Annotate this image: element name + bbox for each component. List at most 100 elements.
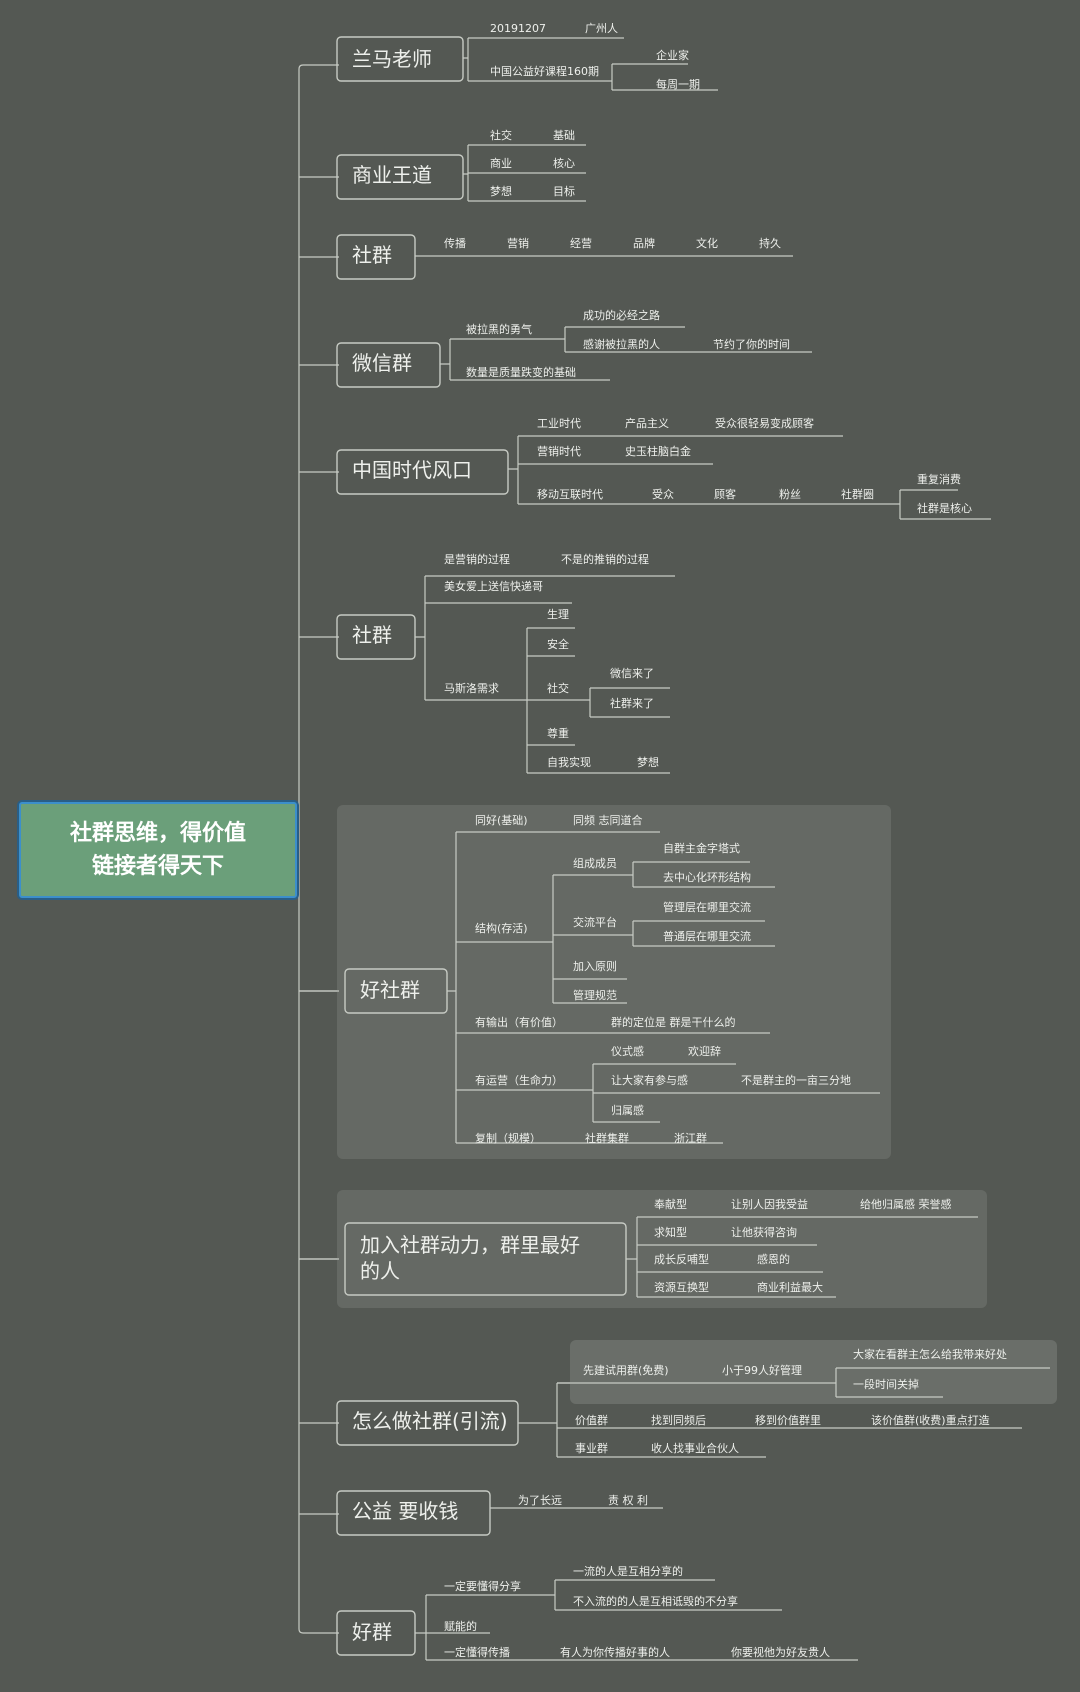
node-repeat[interactable]: 重复消费 <box>917 473 961 486</box>
node-mgmt-rules[interactable]: 管理规范 <box>573 989 617 1002</box>
node-date[interactable]: 20191207 <box>490 22 546 35</box>
node-first-class[interactable]: 一流的人是互相分享的 <box>573 1565 683 1578</box>
node-belong[interactable]: 归属感 <box>611 1104 644 1117</box>
node-tag-brand[interactable]: 品牌 <box>633 237 655 250</box>
node-not-push[interactable]: 不是的推销的过程 <box>561 553 649 566</box>
node-core-community[interactable]: 社群是核心 <box>917 502 972 515</box>
node-circle[interactable]: 社群圈 <box>841 488 874 501</box>
node-basis[interactable]: 基础 <box>553 129 575 142</box>
node-output[interactable]: 有输出（有价值） <box>475 1016 563 1029</box>
topic-lanma[interactable]: 兰马老师 <box>352 47 432 71</box>
node-kick[interactable]: 一段时间关掉 <box>853 1378 919 1391</box>
node-marketing-era[interactable]: 营销时代 <box>537 445 581 458</box>
topic-charity[interactable]: 公益 要收钱 <box>352 1499 459 1523</box>
topic-wechat[interactable]: 微信群 <box>352 351 412 375</box>
node-tag-spread[interactable]: 传播 <box>444 237 466 250</box>
node-position[interactable]: 群的定位是 群是干什么的 <box>611 1016 736 1029</box>
node-goal[interactable]: 目标 <box>553 185 575 198</box>
node-tag-lasting[interactable]: 持久 <box>759 237 781 250</box>
node-commerce[interactable]: 商业 <box>490 157 512 170</box>
node-same-freq[interactable]: 找到同频后 <box>651 1414 706 1427</box>
node-value-group[interactable]: 价值群 <box>575 1414 608 1427</box>
node-mgmt-talk[interactable]: 管理层在哪里交流 <box>663 901 751 914</box>
node-fans[interactable]: 粉丝 <box>779 488 801 501</box>
node-grateful[interactable]: 感恩的 <box>757 1253 790 1266</box>
node-paid[interactable]: 该价值群(收费)重点打造 <box>871 1414 990 1427</box>
node-decentral[interactable]: 去中心化环形结构 <box>663 871 751 884</box>
node-courier[interactable]: 美女爱上送信快递哥 <box>444 580 543 593</box>
node-rights[interactable]: 责 权 利 <box>608 1494 648 1507</box>
node-trial[interactable]: 先建试用群(免费) <box>583 1364 669 1377</box>
topic-community-maslow[interactable]: 社群 <box>352 623 392 647</box>
root-topic[interactable]: 社群思维，得价值 链接者得天下 <box>19 802 297 898</box>
topic-join-line2[interactable]: 的人 <box>360 1259 400 1283</box>
node-platform[interactable]: 交流平台 <box>573 916 617 929</box>
node-self[interactable]: 自我实现 <box>547 756 591 769</box>
node-spread[interactable]: 一定懂得传播 <box>444 1646 510 1659</box>
node-brave[interactable]: 被拉黑的勇气 <box>466 323 532 336</box>
node-save-time[interactable]: 节约了你的时间 <box>713 338 790 351</box>
node-course[interactable]: 中国公益好课程160期 <box>490 65 599 78</box>
node-info[interactable]: 让他获得咨询 <box>731 1226 797 1239</box>
node-dream-self[interactable]: 梦想 <box>637 756 659 769</box>
node-structure[interactable]: 结构(存活) <box>475 922 528 935</box>
node-tag-operation[interactable]: 经营 <box>570 237 592 250</box>
node-max-biz[interactable]: 商业利益最大 <box>757 1281 823 1294</box>
node-empower[interactable]: 赋能的 <box>444 1620 477 1633</box>
node-audience[interactable]: 受众 <box>652 488 674 501</box>
node-cluster[interactable]: 社群集群 <box>585 1132 629 1145</box>
node-someone[interactable]: 有人为你传播好事的人 <box>560 1646 670 1659</box>
node-not-owner[interactable]: 不是群主的一亩三分地 <box>741 1074 851 1087</box>
node-path[interactable]: 成功的必经之路 <box>583 309 660 322</box>
topic-era[interactable]: 中国时代风口 <box>352 458 472 482</box>
topic-community-tags[interactable]: 社群 <box>352 243 392 267</box>
node-industry[interactable]: 工业时代 <box>537 417 581 430</box>
node-social-need[interactable]: 社交 <box>547 682 569 695</box>
node-shi[interactable]: 史玉柱脑白金 <box>625 445 691 458</box>
node-place[interactable]: 广州人 <box>585 22 618 35</box>
node-respect[interactable]: 尊重 <box>547 727 569 740</box>
node-maslow[interactable]: 马斯洛需求 <box>444 682 499 695</box>
node-partner[interactable]: 收人找事业合伙人 <box>651 1442 739 1455</box>
topic-business[interactable]: 商业王道 <box>352 163 432 187</box>
node-pyramid[interactable]: 自群主金字塔式 <box>663 842 740 855</box>
node-not-first[interactable]: 不入流的的人是互相诋毁的不分享 <box>573 1595 738 1608</box>
node-ritual[interactable]: 仪式感 <box>611 1045 644 1058</box>
node-devote[interactable]: 奉献型 <box>654 1198 687 1211</box>
node-resource[interactable]: 资源互换型 <box>654 1281 709 1294</box>
node-join-rule[interactable]: 加入原则 <box>573 960 617 973</box>
topic-good-group[interactable]: 好群 <box>352 1620 392 1644</box>
node-wechat-came[interactable]: 微信来了 <box>610 667 654 680</box>
node-normal-talk[interactable]: 普通层在哪里交流 <box>663 930 751 943</box>
node-career-group[interactable]: 事业群 <box>575 1442 608 1455</box>
node-move[interactable]: 移到价值群里 <box>755 1414 821 1427</box>
topic-join-line1[interactable]: 加入社群动力，群里最好 <box>360 1233 580 1257</box>
node-benefit-question[interactable]: 大家在看群主怎么给我带来好处 <box>853 1348 1007 1361</box>
node-product[interactable]: 产品主义 <box>625 417 669 430</box>
node-likeminded[interactable]: 同频 志同道合 <box>573 814 643 827</box>
node-honor[interactable]: 给他归属感 荣誉感 <box>860 1198 952 1211</box>
node-thanks[interactable]: 感谢被拉黑的人 <box>583 338 660 351</box>
node-mobile[interactable]: 移动互联时代 <box>537 488 603 501</box>
topic-how-to[interactable]: 怎么做社群(引流) <box>352 1409 508 1433</box>
node-dream[interactable]: 梦想 <box>490 185 512 198</box>
node-customer[interactable]: 顾客 <box>714 488 736 501</box>
node-operate[interactable]: 有运营（生命力） <box>475 1074 563 1087</box>
node-welcome[interactable]: 欢迎辞 <box>688 1045 721 1058</box>
node-long-term[interactable]: 为了长远 <box>518 1494 562 1507</box>
node-social[interactable]: 社交 <box>490 129 512 142</box>
node-share[interactable]: 一定要懂得分享 <box>444 1580 521 1593</box>
node-hobby[interactable]: 同好(基础) <box>475 814 528 827</box>
node-process[interactable]: 是营销的过程 <box>444 553 510 566</box>
node-community-came[interactable]: 社群来了 <box>610 697 654 710</box>
node-grow[interactable]: 成长反哺型 <box>654 1253 709 1266</box>
node-safety[interactable]: 安全 <box>547 638 569 651</box>
node-friend[interactable]: 你要视他为好友贵人 <box>731 1646 830 1659</box>
node-tag-marketing[interactable]: 营销 <box>507 237 529 250</box>
node-members[interactable]: 组成成员 <box>573 857 617 870</box>
node-benefit[interactable]: 让别人因我受益 <box>731 1198 808 1211</box>
topic-good-community[interactable]: 好社群 <box>360 978 420 1002</box>
node-core[interactable]: 核心 <box>553 157 575 170</box>
node-copy[interactable]: 复制（规模） <box>475 1132 541 1145</box>
node-easy-customer[interactable]: 受众很轻易变成顾客 <box>715 417 814 430</box>
